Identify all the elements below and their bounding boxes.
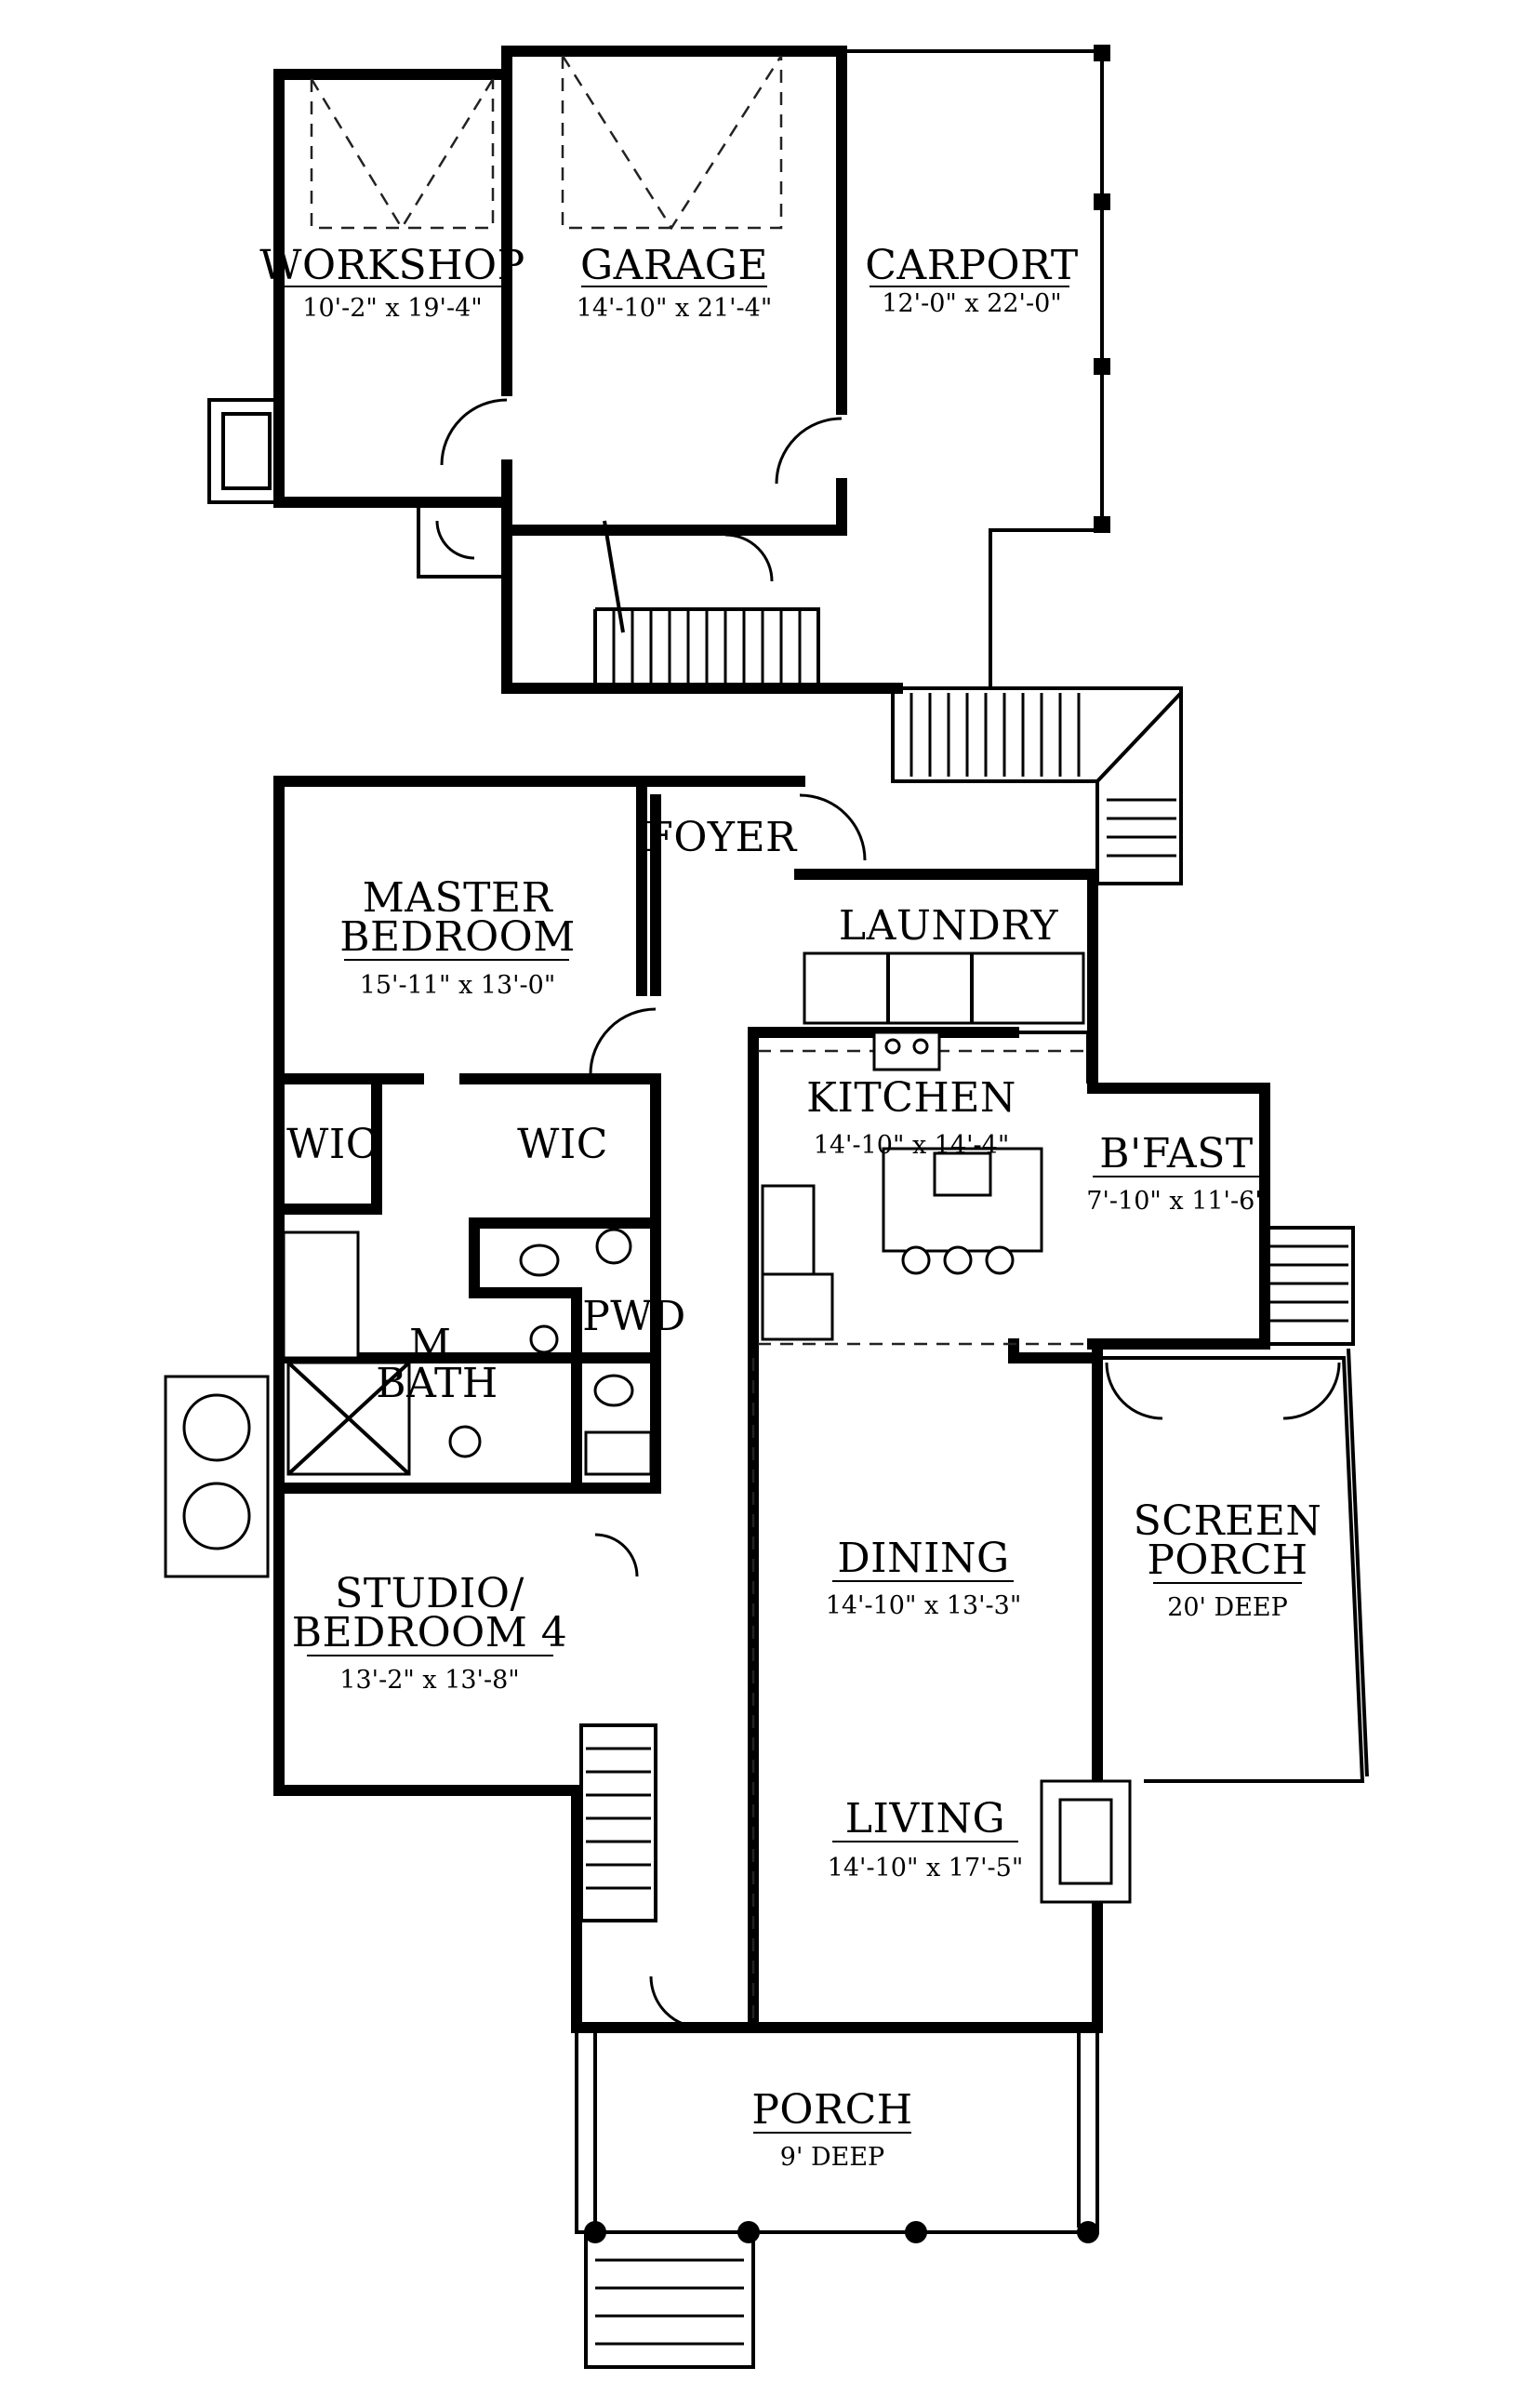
screen-porch-label-1: SCREEN [1134,1497,1322,1545]
pwd-label: PWD [582,1293,686,1340]
carport-dim: 12'-0" x 22'-0" [882,289,1061,318]
kitchen-dim: 14'-10" x 14'-4" [814,1131,1010,1160]
m-bath-label-1: M. [409,1321,465,1368]
dining-dim: 14'-10" x 13'-3" [826,1591,1022,1620]
studio-dim: 13'-2" x 13'-8" [339,1666,519,1695]
porch-dim: 9' DEEP [780,2143,884,2172]
garage-dim: 14'-10" x 21'-4" [577,294,773,323]
kitchen-label: KITCHEN [806,1074,1016,1122]
bfast-label: B'FAST [1099,1130,1253,1177]
fixtures [164,793,1085,1578]
carport-label: CARPORT [865,242,1078,289]
foyer-label: FOYER [644,814,798,861]
wic-left-label: WIC [286,1121,378,1168]
studio-label-2: BEDROOM 4 [292,1609,568,1656]
stair-and-porch [575,1723,1099,2369]
bfast-dim: 7'-10" x 11'-6" [1086,1187,1266,1216]
garage-label: GARAGE [580,242,768,289]
workshop-dim: 10'-2" x 19'-4" [302,294,482,323]
workshop-label: WORKSHOP [259,242,525,289]
deck-stairs [891,686,1183,885]
living-label: LIVING [845,1795,1005,1842]
dining-label: DINING [837,1535,1009,1582]
m-bath-label-2: BATH [376,1360,498,1407]
master-bedroom-dim: 15'-11" x 13'-0" [360,971,556,1000]
master-bedroom-label-1: MASTER [363,874,554,922]
screen-porch-dim: 20' DEEP [1167,1593,1288,1622]
studio-label-1: STUDIO/ [335,1570,524,1617]
screen-porch-walls [1040,1226,1369,1904]
room-labels: WORKSHOP 10'-2" x 19'-4" GARAGE 14'-10" … [259,242,1321,2172]
garage-building [207,45,1110,694]
living-dim: 14'-10" x 17'-5" [828,1854,1024,1882]
screen-porch-label-2: PORCH [1147,1536,1308,1584]
laundry-label: LAUNDRY [839,902,1059,950]
wic-right-label: WIC [517,1121,608,1168]
main-house-walls [273,776,1270,2033]
master-bedroom-label-2: BEDROOM [339,913,576,961]
porch-label: PORCH [751,2086,912,2134]
